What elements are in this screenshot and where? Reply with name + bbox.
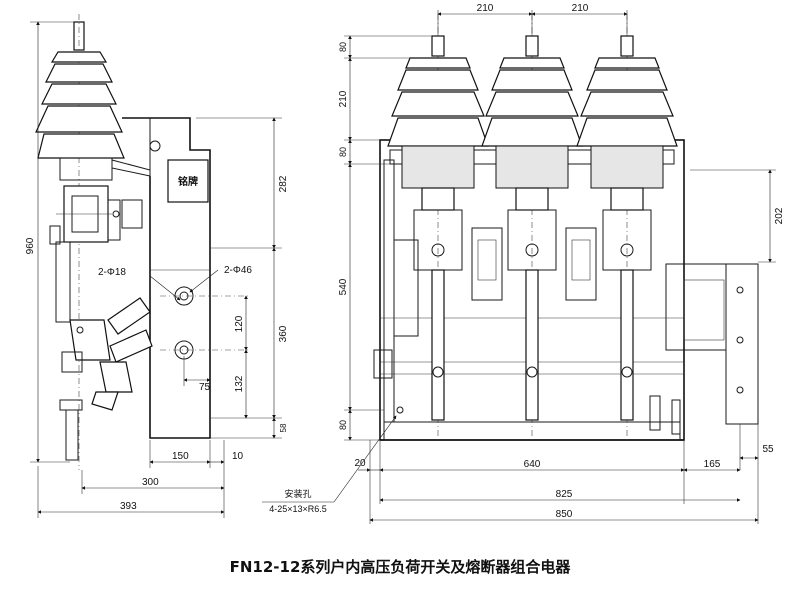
side-fuse-assembly: [61, 297, 153, 411]
dim-pole-pitch-2: 210: [572, 3, 589, 14]
dim-bottom-80: 80: [338, 420, 348, 430]
pole-1: [387, 14, 489, 440]
front-view: 210 210 80 210 80 540 80 202 20: [262, 3, 785, 524]
dim-base-393: 393: [120, 501, 137, 512]
mount-hole-spec: 4-25×13×R6.5: [269, 504, 327, 514]
dim-hole-pitch: 120: [234, 315, 245, 332]
mount-hole-title: 安装孔: [284, 488, 311, 499]
dim-mid-80: 80: [338, 147, 348, 157]
dim-base-10: 10: [232, 451, 244, 462]
dim-base-300: 300: [142, 477, 159, 488]
dim-bottom-825: 825: [556, 489, 573, 500]
dim-insulator-210: 210: [338, 90, 349, 107]
pole-3: [576, 14, 678, 440]
nameplate-label: 铭牌: [178, 175, 198, 188]
dim-bottom-640: 640: [524, 459, 541, 470]
dim-base-150: 150: [172, 451, 189, 462]
hole-label-large: 2-Φ46: [224, 265, 252, 276]
hole-label-small: 2-Φ18: [98, 267, 126, 278]
dim-bottom-gap: 58: [279, 423, 288, 432]
dim-offset-75: 75: [199, 382, 211, 393]
dim-pole-pitch-1: 210: [477, 3, 494, 14]
pole-2: [481, 14, 583, 440]
nameplate: [167, 159, 209, 203]
drawing-title: FN12-12系列户内高压负荷开关及熔断器组合电器: [229, 558, 571, 576]
side-view: 铭牌: [25, 14, 289, 518]
dim-bottom-850: 850: [556, 509, 573, 520]
dim-top-to-panel: 282: [278, 175, 289, 192]
dim-left-20: 20: [354, 458, 366, 469]
dim-right-55: 55: [762, 444, 774, 455]
dim-body-540: 540: [338, 278, 349, 295]
dim-lower-to-hole: 132: [234, 375, 245, 392]
dim-right-165: 165: [704, 459, 721, 470]
dim-top-80: 80: [338, 42, 348, 52]
dim-right-202: 202: [774, 207, 785, 224]
dim-overall-height: 960: [25, 237, 36, 254]
side-insulator: [35, 51, 125, 159]
dim-panel-span: 360: [278, 325, 289, 342]
